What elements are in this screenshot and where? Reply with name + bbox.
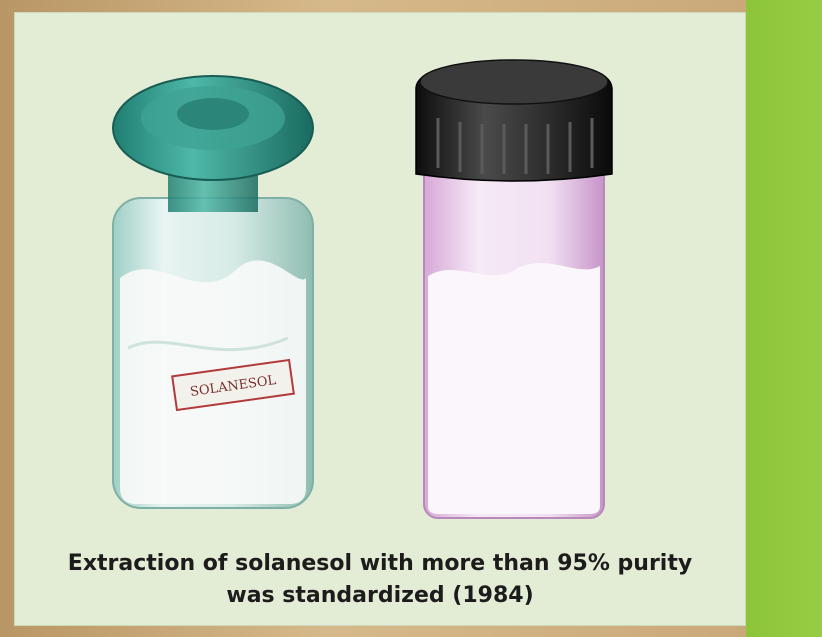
caption-line-2: was standardized (1984) — [226, 583, 534, 608]
side-green-bar — [746, 0, 822, 637]
vial-bottle — [415, 59, 613, 519]
jar-label: SOLANESOL — [171, 358, 295, 412]
product-photo: SOLANESOL — [112, 59, 613, 519]
glass-jar: SOLANESOL — [112, 75, 314, 509]
photo-caption: Extraction of solanesol with more than 9… — [14, 548, 746, 612]
caption-line-1: Extraction of solanesol with more than 9… — [67, 551, 693, 576]
